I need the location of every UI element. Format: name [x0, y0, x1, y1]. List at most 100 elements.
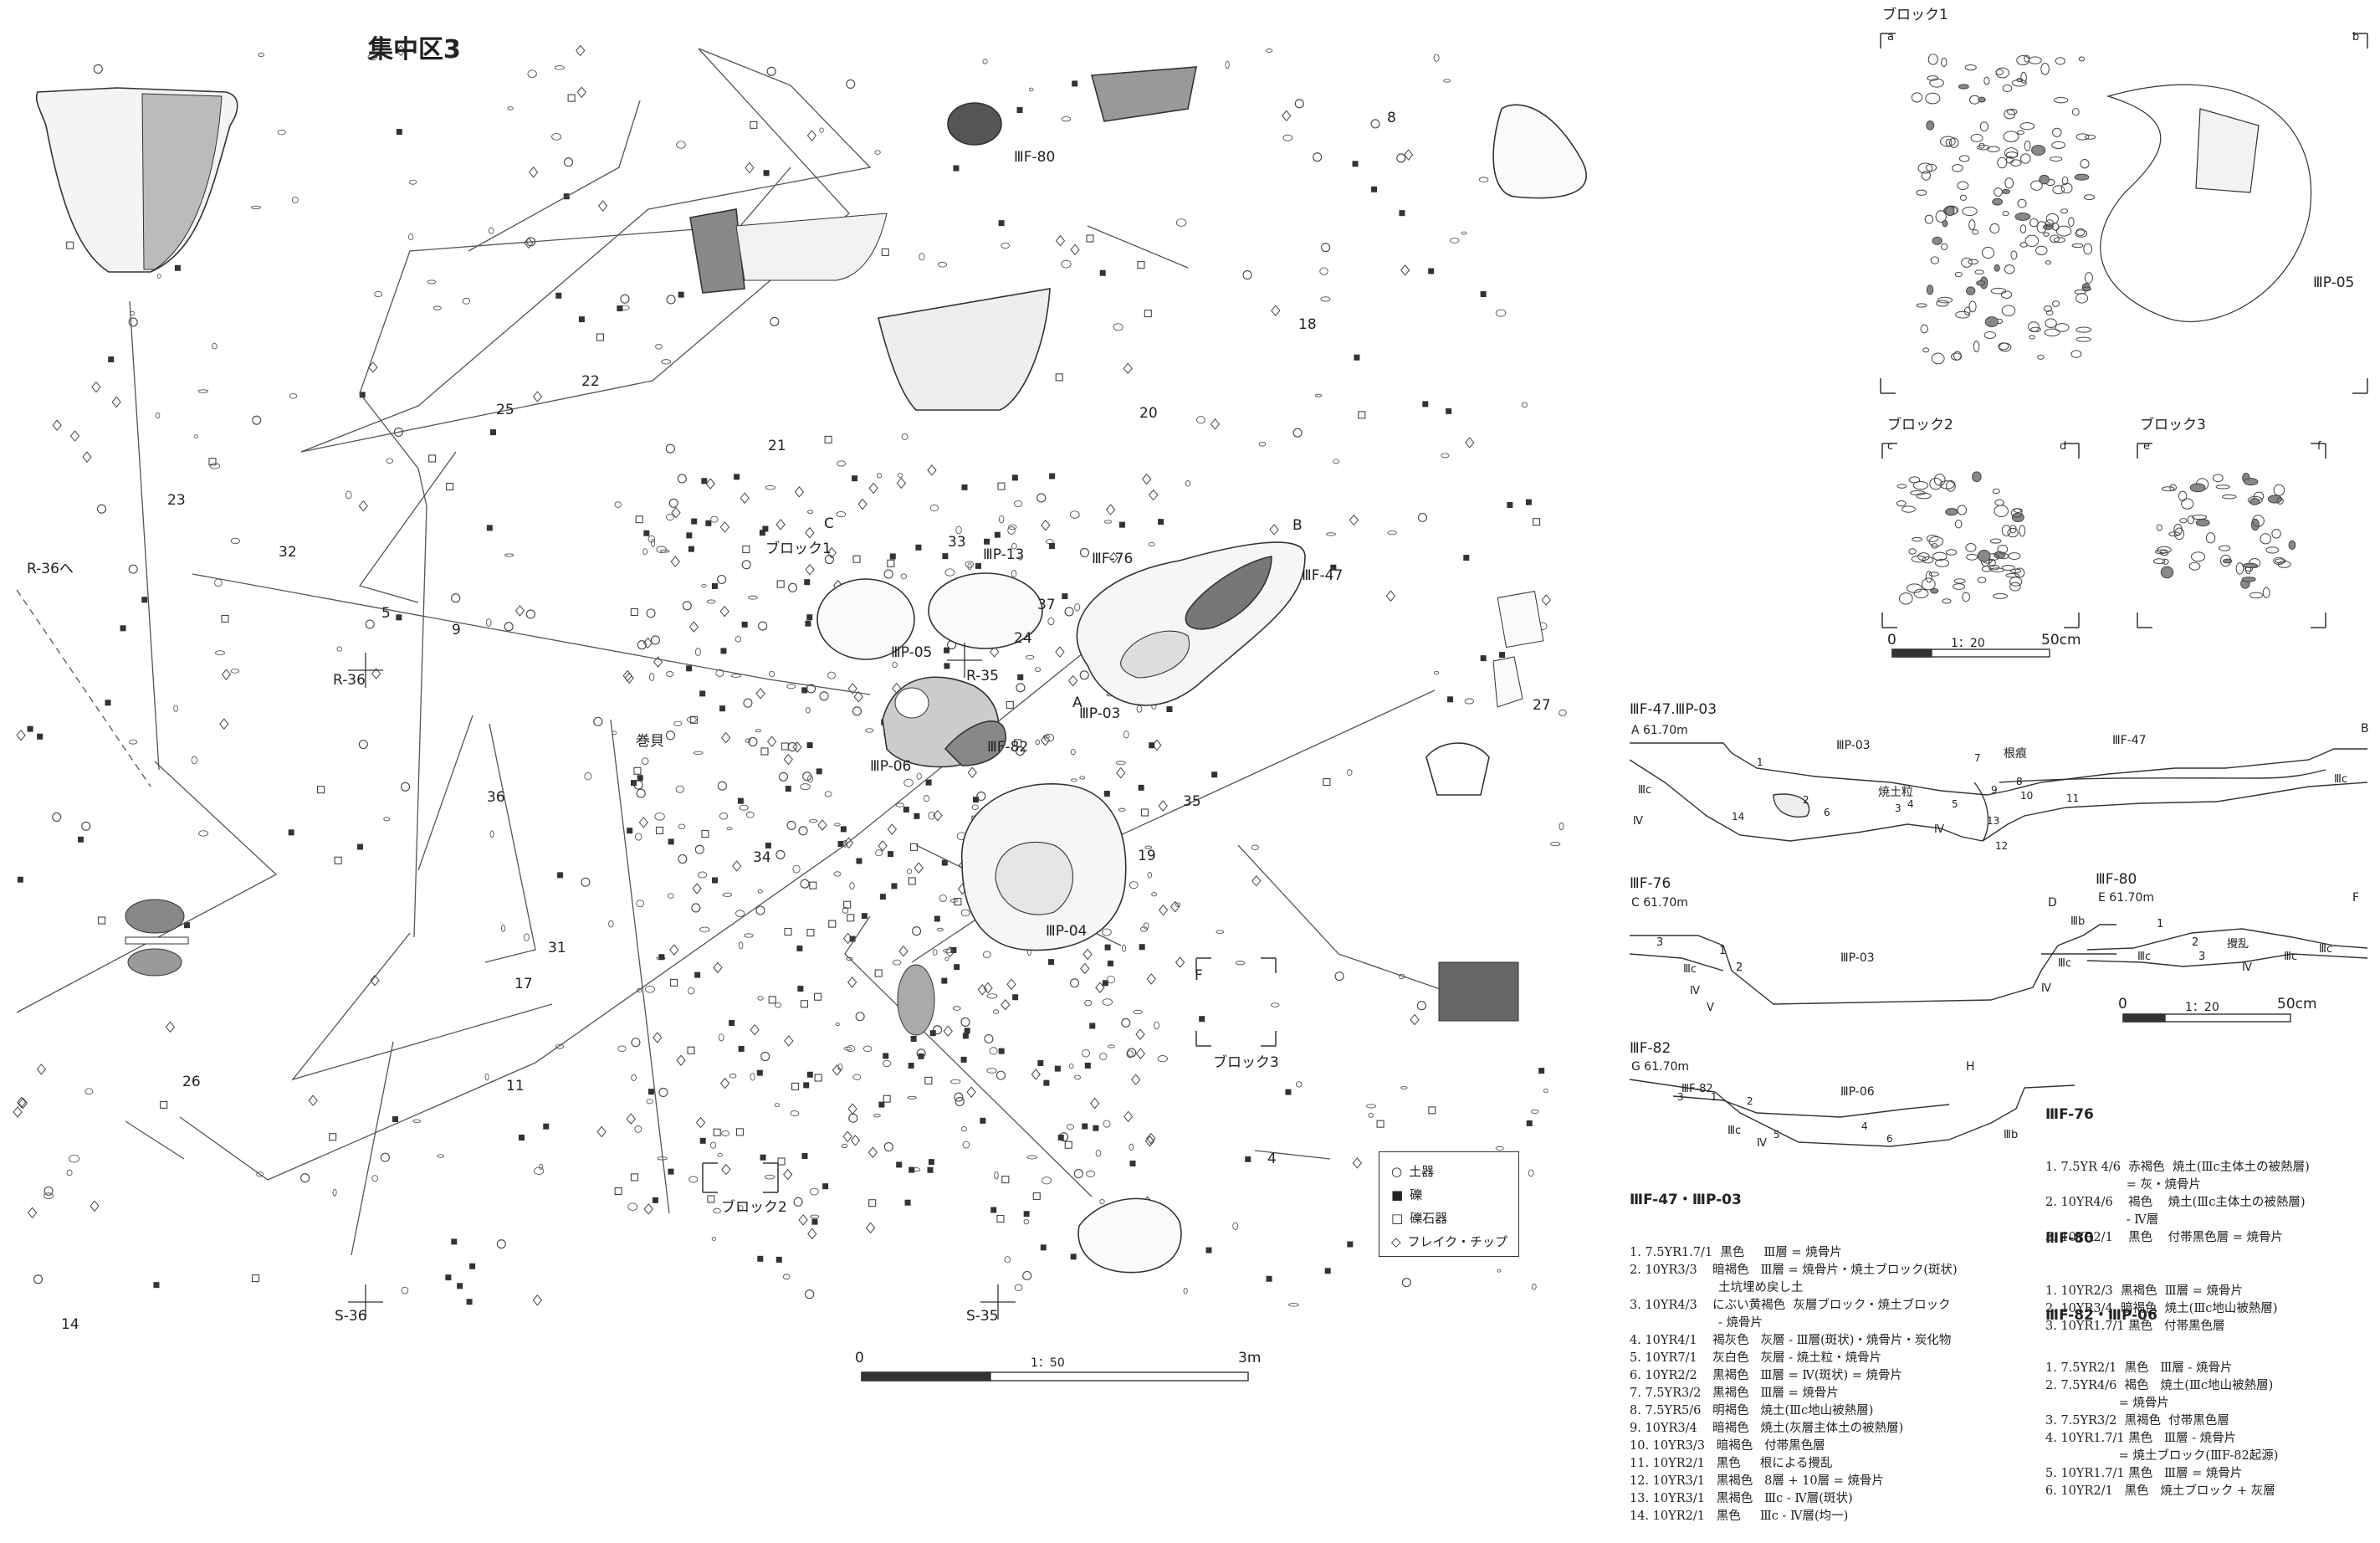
artifact-mark	[1205, 1247, 1212, 1253]
artifact-mark	[2020, 71, 2027, 84]
artifact-mark	[2001, 525, 2011, 536]
s2-title: ⅢF-76	[1630, 875, 1671, 892]
artifact-mark	[801, 1153, 808, 1160]
artifact-mark	[2017, 198, 2027, 208]
artifact-mark	[1158, 800, 1168, 812]
artifact-mark	[719, 605, 729, 618]
artifact-mark	[532, 1294, 543, 1306]
block1-corner-a: a	[1887, 31, 1894, 44]
artifact-mark	[1916, 303, 1927, 308]
artifact-mark	[2152, 558, 2166, 565]
artifact-mark	[710, 515, 719, 523]
artifact-mark	[446, 482, 454, 491]
artifact-mark	[720, 648, 727, 654]
artifact-number-label: 34	[753, 849, 771, 866]
artifact-mark	[2009, 577, 2023, 587]
note-line: 3. 7.5YR3/2 黒褐色 付帯黒色層	[2045, 1414, 2229, 1428]
artifact-mark	[91, 381, 101, 393]
s1-layer-number: 7	[1974, 752, 1981, 764]
artifact-mark	[52, 812, 62, 822]
s4-right: H	[1966, 1060, 1975, 1074]
artifact-mark	[1957, 505, 1968, 515]
artifact-mark	[735, 910, 745, 917]
s3-title: ⅢF-80	[2096, 871, 2137, 888]
artifact-mark	[1151, 892, 1158, 897]
artifact-mark	[1001, 998, 1011, 1011]
artifact-mark	[804, 579, 811, 586]
artifact-mark	[717, 574, 727, 585]
label-corner-a: A	[1072, 695, 1083, 711]
artifact-mark	[843, 900, 852, 909]
block1-corner-b: b	[2352, 31, 2360, 44]
grid-crosses	[348, 643, 1016, 1320]
artifact-mark	[1936, 300, 1949, 307]
legend: ○土器 ■礫 □礫石器 ◇フレイク・チップ	[1379, 1151, 1519, 1257]
artifact-mark	[906, 869, 913, 874]
artifact-mark	[608, 920, 614, 928]
artifact-mark	[967, 562, 972, 571]
artifact-mark	[837, 460, 846, 467]
section-scale-zero: 0	[2118, 996, 2127, 1012]
artifact-mark	[891, 883, 898, 889]
artifact-mark	[673, 720, 683, 726]
artifact-mark	[949, 1079, 961, 1084]
artifact-mark	[850, 1135, 861, 1146]
artifact-mark	[816, 768, 822, 775]
artifact-mark	[944, 647, 950, 654]
artifact-mark	[983, 982, 993, 994]
artifact-mark	[874, 150, 881, 155]
artifact-mark	[1154, 1021, 1159, 1030]
artifact-mark	[1994, 187, 2003, 197]
legend-label: フレイク・チップ	[1407, 1234, 1507, 1249]
artifact-mark	[878, 840, 888, 852]
artifact-mark	[636, 987, 642, 993]
artifact-mark	[2075, 133, 2090, 141]
artifact-mark	[810, 1214, 820, 1219]
s3-kakuran: 攪乱	[2227, 938, 2249, 951]
artifact-mark	[1387, 531, 1397, 536]
artifact-mark	[879, 894, 886, 900]
artifact-mark	[2223, 558, 2233, 564]
artifact-mark	[191, 756, 197, 765]
artifact-mark	[847, 683, 857, 695]
artifact-mark	[1017, 674, 1024, 680]
artifact-mark	[1048, 543, 1055, 550]
artifact-mark	[2060, 208, 2069, 214]
artifact-mark	[944, 956, 949, 961]
artifact-mark	[1074, 1074, 1082, 1080]
artifact-mark	[1062, 593, 1068, 600]
artifact-mark	[1531, 1109, 1539, 1115]
artifact-mark	[726, 827, 733, 831]
artifact-mark	[383, 817, 391, 822]
artifact-mark	[862, 1045, 873, 1053]
artifact-mark	[1983, 331, 1997, 340]
artifact-mark	[699, 926, 710, 933]
artifact-mark	[1245, 1156, 1251, 1162]
artifact-mark	[2080, 158, 2090, 169]
artifact-mark	[982, 59, 988, 64]
artifact-mark	[634, 1125, 642, 1133]
artifact-mark	[329, 1133, 337, 1141]
artifact-mark	[2010, 508, 2023, 518]
artifact-mark	[688, 546, 694, 552]
artifact-mark	[554, 65, 565, 70]
artifact-mark	[719, 813, 729, 820]
distribution-plan	[13, 33, 2368, 1382]
s1-layer-number: 13	[1987, 815, 2000, 827]
artifact-mark	[620, 294, 630, 304]
artifact-mark	[1116, 766, 1126, 779]
s1-title: ⅢF-47.ⅢP-03	[1630, 701, 1717, 718]
artifact-mark	[943, 1025, 953, 1038]
artifact-mark	[719, 1077, 730, 1089]
artifact-mark	[800, 783, 811, 791]
artifact-mark	[635, 515, 643, 524]
artifact-mark	[745, 738, 751, 743]
s1-layer-number: 1	[1757, 756, 1763, 768]
artifact-mark	[819, 691, 829, 701]
artifact-mark	[1926, 534, 1939, 543]
artifact-mark	[630, 607, 638, 617]
block1-feature: ⅢP-05	[2313, 274, 2355, 291]
artifact-mark	[258, 52, 265, 58]
artifact-mark	[1531, 1283, 1537, 1290]
